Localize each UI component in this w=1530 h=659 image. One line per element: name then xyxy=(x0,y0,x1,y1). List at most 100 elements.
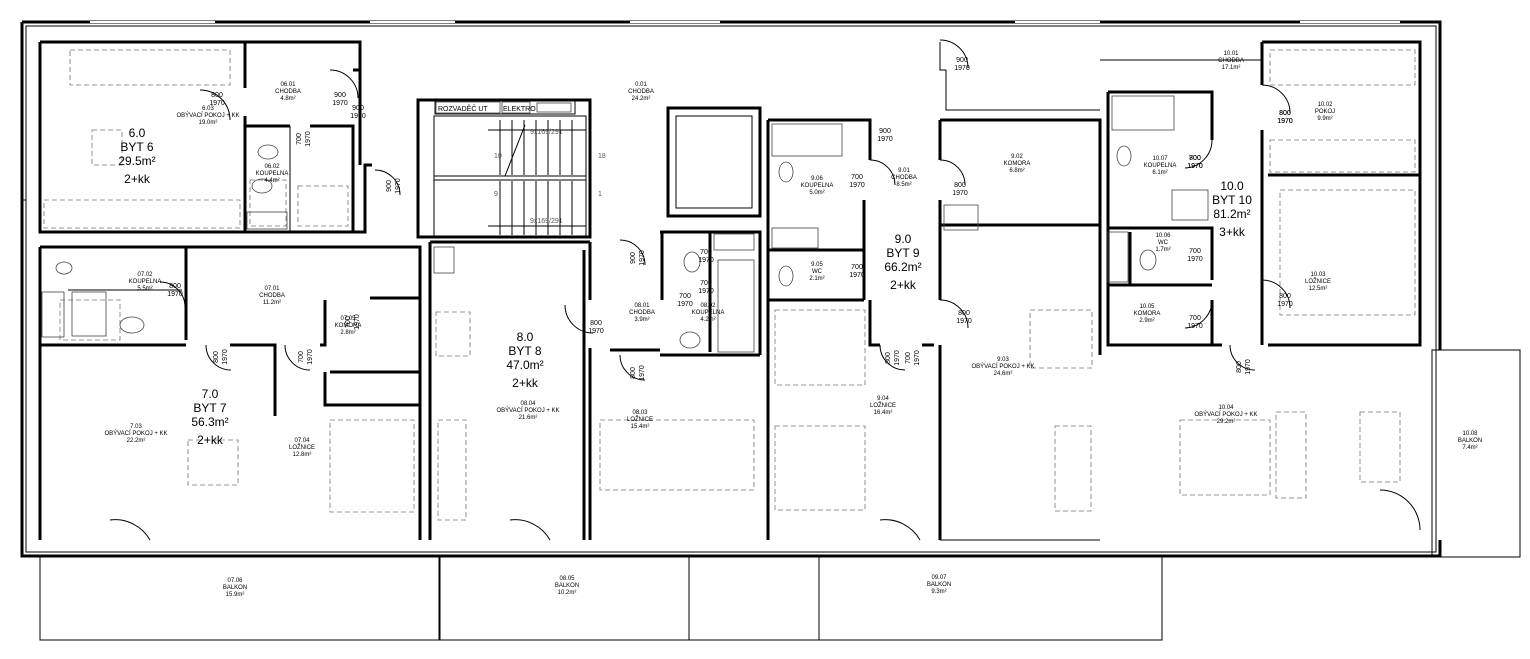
door-width-label: 800 xyxy=(169,283,181,290)
room-label-8-04: 21.6m² xyxy=(519,415,538,421)
apartment-name-byt8: BYT 8 xyxy=(508,344,541,358)
room-label-7-01: 11.2m² xyxy=(263,300,281,306)
stair-labels: 9x169/291 9x169/291 10 9 18 1 xyxy=(494,129,606,225)
door-height-label: 1970 xyxy=(1187,256,1203,263)
door-width-label: 700 xyxy=(700,249,712,256)
room-label-9-03: OBÝVACÍ POKOJ + KK xyxy=(971,363,1034,370)
room-label-7-05: 2.8m² xyxy=(340,330,355,336)
door-height-label: 1970 xyxy=(849,182,865,189)
rozvadec-label: ROZVADĚČ UT xyxy=(438,104,488,113)
fixtures xyxy=(41,95,1209,353)
apartment-type-byt8: 2+kk xyxy=(512,376,539,390)
room-label-9-04: 9.04 xyxy=(877,396,889,402)
door-width-label: 900 xyxy=(352,105,364,112)
room-label-8-02: 08.02 xyxy=(700,303,716,309)
door-width-label: 800 xyxy=(1236,361,1243,373)
room-label-8-01: CHODBA xyxy=(629,310,655,316)
room-label-10-07: 6.1m² xyxy=(1152,170,1167,176)
room-label-7-03: 22.2m² xyxy=(127,438,146,444)
room-label-9-05: 2.1m² xyxy=(809,276,824,282)
room-label-9-01: CHODBA xyxy=(891,175,917,181)
room-label-8-02: 4.2m² xyxy=(700,317,715,323)
room-label-0-01: CHODBA xyxy=(628,89,654,95)
apartment-name-byt7: BYT 7 xyxy=(193,401,226,415)
staircase xyxy=(434,120,586,235)
room-label-8-05: 08.05 xyxy=(559,576,575,582)
door-width-label: 700 xyxy=(851,264,863,271)
door-width-label: 800 xyxy=(630,367,637,379)
room-label-9-04: LOŽNICE xyxy=(870,401,896,409)
door-height-label: 1970 xyxy=(395,178,402,194)
door-width-label: 900 xyxy=(956,57,968,64)
room-label-6-01: 06.01 xyxy=(280,82,296,88)
room-label-10-04: 29.2m² xyxy=(1217,419,1236,425)
apartment-name-byt6: BYT 6 xyxy=(120,140,153,154)
apartment-type-byt7: 2+kk xyxy=(197,433,224,447)
door-width-label: 800 xyxy=(1279,110,1291,117)
room-label-8-02: KOUPELNA xyxy=(692,310,725,316)
apartment-code-byt6: 6.0 xyxy=(129,126,146,140)
room-label-9-06: KOUPELNA xyxy=(801,183,834,189)
room-label-9-02: 9.02 xyxy=(1011,154,1023,160)
door-height-label: 1970 xyxy=(1277,118,1293,125)
door-height-label: 1970 xyxy=(307,349,314,365)
room-label-10-05: 10.05 xyxy=(1139,304,1155,310)
room-label-0-01: 0.01 xyxy=(635,82,647,88)
door-height-label: 1970 xyxy=(954,65,970,72)
door-height-label: 1970 xyxy=(1277,118,1293,125)
room-label-7-06: BALKON xyxy=(223,585,247,591)
door-width-label: 700 xyxy=(345,316,352,328)
apartment-name-byt9: BYT 9 xyxy=(886,246,919,260)
door-height-label: 1970 xyxy=(1187,323,1203,330)
apartment-area-byt8: 47.0m² xyxy=(506,358,543,372)
door-height-label: 1970 xyxy=(1245,359,1252,375)
door-height-label: 1970 xyxy=(952,190,968,197)
room-label-7-02: 07.02 xyxy=(137,272,153,278)
room-label-6-02: 06.02 xyxy=(264,164,280,170)
room-label-8-05: BALKON xyxy=(555,583,579,589)
door-width-label: 800 xyxy=(1279,293,1291,300)
room-label-7-06: 07.06 xyxy=(227,578,243,584)
door-width-label: 700 xyxy=(1189,248,1201,255)
room-label-10-08: BALKON xyxy=(1458,438,1482,444)
room-label-9-03: 9.03 xyxy=(997,357,1009,363)
room-label-10-04: 10.04 xyxy=(1218,405,1234,411)
room-label-10-07: KOUPELNA xyxy=(1144,163,1177,169)
door-height-label: 1970 xyxy=(639,365,646,381)
door-height-label: 1970 xyxy=(849,272,865,279)
room-label-9-01: 9.01 xyxy=(898,168,910,174)
door-height-label: 1970 xyxy=(677,301,693,308)
door-width-label: 800 xyxy=(1279,110,1291,117)
room-label-9-07: 9.3m² xyxy=(931,589,946,595)
apartment-code-byt7: 7.0 xyxy=(202,387,219,401)
room-label-8-03: LOŽNICE xyxy=(627,415,653,423)
room-label-6-01: 4.8m² xyxy=(280,96,295,102)
room-label-7-03: OBÝVACÍ POKOJ + KK xyxy=(104,430,167,437)
room-label-7-04: LOŽNICE xyxy=(289,443,315,451)
room-label-10-01: 10.01 xyxy=(1223,51,1239,57)
room-label-8-04: OBÝVACÍ POKOJ + KK xyxy=(496,407,559,414)
apartment-area-byt6: 29.5m² xyxy=(118,154,155,168)
door-width-label: 800 xyxy=(1189,155,1201,162)
door-width-label: 700 xyxy=(296,133,303,145)
door-width-label: 800 xyxy=(213,351,220,363)
room-label-6-02: 4.4m² xyxy=(264,178,279,184)
apartment-code-byt9: 9.0 xyxy=(895,232,912,246)
apartment-type-byt9: 2+kk xyxy=(890,278,917,292)
room-label-9-06: 9.06 xyxy=(811,176,823,182)
room-label-10-06: 1.7m² xyxy=(1155,247,1170,253)
room-label-10-02: 10.02 xyxy=(1317,102,1333,108)
door-height-label: 1970 xyxy=(639,250,646,266)
door-width-label: 900 xyxy=(630,252,637,264)
door-height-label: 1970 xyxy=(305,131,312,147)
room-label-8-05: 10.2m² xyxy=(558,590,577,596)
room-label-7-03: 7.03 xyxy=(130,424,142,430)
door-height-label: 1970 xyxy=(698,288,714,295)
apartment-name-byt10: BYT 10 xyxy=(1212,193,1252,207)
room-label-0-01: 24.2m² xyxy=(632,96,651,102)
door-height-label: 1970 xyxy=(914,350,921,366)
door-height-label: 1970 xyxy=(698,257,714,264)
stair-lower-label: 9x169/291 xyxy=(530,218,563,225)
